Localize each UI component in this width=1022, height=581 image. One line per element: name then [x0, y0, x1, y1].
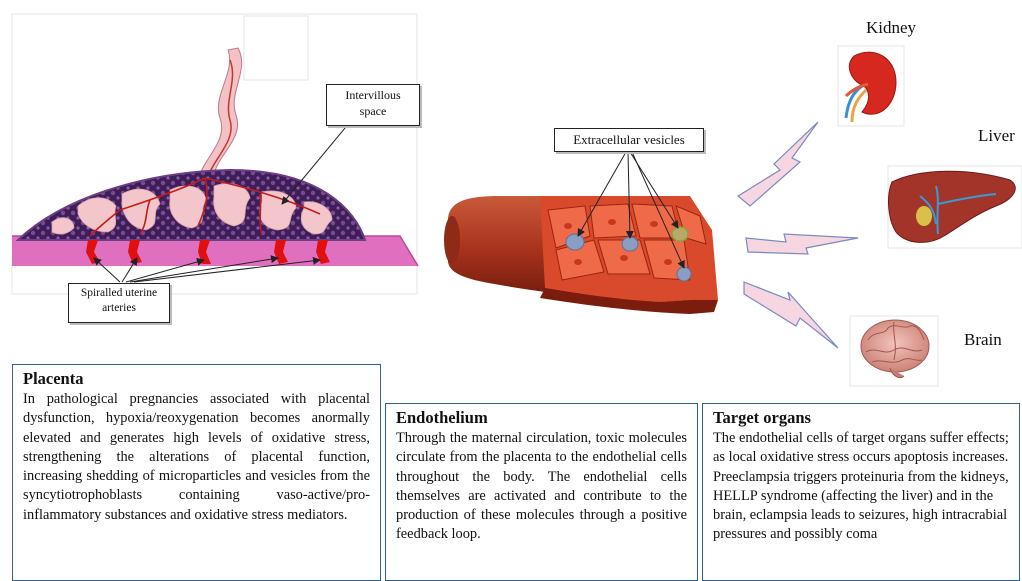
intervillous-line-2: space — [327, 103, 419, 119]
spiralled-arteries-label: Spiralled uterine arteries — [68, 283, 170, 323]
brain-illustration — [861, 320, 929, 378]
placenta-title: Placenta — [23, 369, 370, 389]
intervillous-space-label: Intervillous space — [326, 84, 420, 126]
placenta-text: In pathological pregnancies associated w… — [23, 390, 370, 525]
intervillous-line-1: Intervillous — [327, 87, 419, 103]
endothelium-panel: Endothelium Through the maternal circula… — [385, 403, 698, 581]
spiralled-line-1: Spiralled uterine — [69, 286, 169, 301]
umbilical-cord — [198, 48, 242, 178]
liver-illustration — [889, 171, 1016, 242]
endothelium-title: Endothelium — [396, 408, 687, 428]
placenta-illustration — [12, 48, 418, 266]
kidney-label: Kidney — [866, 18, 916, 38]
bolt-to-brain — [744, 282, 838, 348]
bolt-to-liver — [746, 234, 858, 254]
bolt-to-kidney — [738, 122, 818, 206]
kidney-illustration — [846, 52, 896, 122]
lightning-bolts — [738, 122, 858, 348]
liver-label: Liver — [978, 126, 1015, 146]
target-organs-text: The endothelial cells of target organs s… — [713, 429, 1009, 545]
brain-label: Brain — [964, 330, 1002, 350]
placenta-panel: Placenta In pathological pregnancies ass… — [12, 364, 381, 581]
target-organs-panel: Target organs The endothelial cells of t… — [702, 403, 1020, 581]
blood-vessel-illustration — [444, 196, 718, 314]
extracellular-vesicles-label: Extracellular vesicles — [554, 128, 704, 152]
spiralled-line-2: arteries — [69, 301, 169, 316]
endothelium-text: Through the maternal circulation, toxic … — [396, 429, 687, 545]
target-organs-title: Target organs — [713, 408, 1009, 428]
